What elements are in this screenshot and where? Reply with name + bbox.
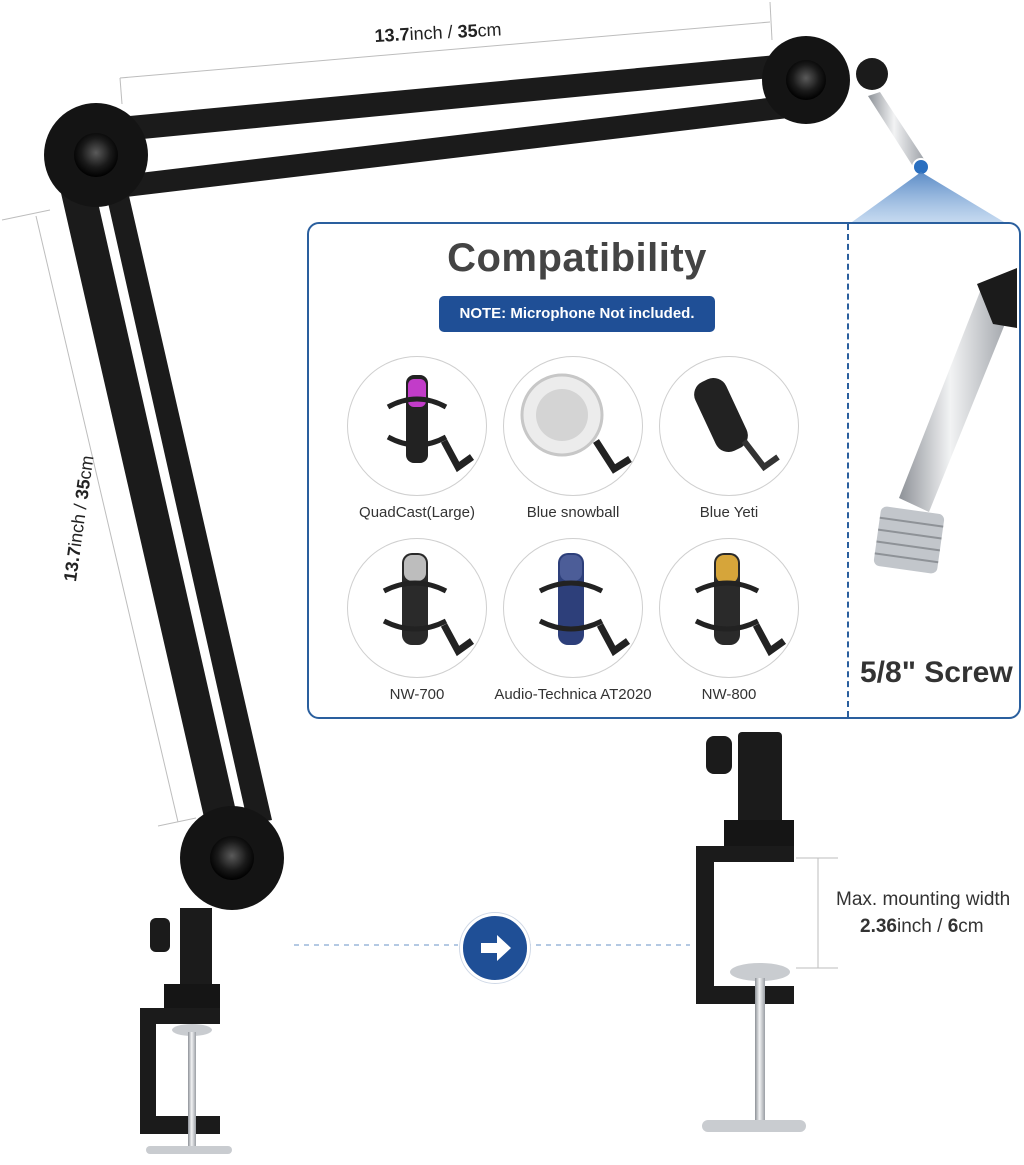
mic-label: Audio-Technica AT2020: [494, 686, 652, 703]
screw-size-label: 5/8" Screw: [860, 656, 1013, 689]
nw800-mic-icon: [659, 538, 799, 678]
mic-label: Blue Yeti: [699, 504, 759, 521]
mic-label: QuadCast(Large): [359, 504, 475, 521]
compatibility-title: Compatibility: [447, 236, 707, 280]
mic-item: NW-700: [327, 538, 507, 703]
note-badge: NOTE: Microphone Not included.: [439, 296, 715, 332]
panel-divider: [847, 224, 849, 717]
top-joint: [762, 36, 888, 124]
compatibility-panel: Compatibility NOTE: Microphone Not inclu…: [307, 222, 1021, 719]
upper-arm: [108, 52, 822, 198]
at2020-mic-icon: [503, 538, 643, 678]
mic-item: Blue snowball: [483, 356, 663, 521]
mic-label: Blue snowball: [526, 504, 620, 521]
mounting-width-caption: Max. mounting width: [836, 889, 1011, 910]
mic-rod: [852, 92, 1004, 222]
quadcast-mic-icon: [347, 356, 487, 496]
mic-item: Blue Yeti: [639, 356, 819, 521]
mic-item: QuadCast(Large): [327, 356, 507, 521]
bottom-joint: [180, 806, 284, 910]
left-base-mount: [140, 908, 232, 1154]
yeti-mic-icon: [659, 356, 799, 496]
screw-closeup-icon: [873, 268, 1017, 574]
lower-arm: [58, 174, 272, 826]
mounting-width-value: 2.36inch / 6cm: [860, 916, 984, 937]
mic-label: NW-800: [701, 686, 757, 703]
mic-item: NW-800: [639, 538, 819, 703]
mic-item: Audio-Technica AT2020: [483, 538, 663, 703]
mic-label: NW-700: [389, 686, 445, 703]
nw700-mic-icon: [347, 538, 487, 678]
mounting-width-label: Max. mounting width 2.36inch / 6cm: [836, 886, 1010, 940]
arrow-right-icon: [460, 913, 530, 983]
clamp-detail: [696, 732, 838, 1132]
dimension-line-left: [1, 209, 197, 827]
snowball-mic-icon: [503, 356, 643, 496]
elbow-joint: [44, 103, 148, 207]
dimension-line-top: [119, 1, 773, 105]
